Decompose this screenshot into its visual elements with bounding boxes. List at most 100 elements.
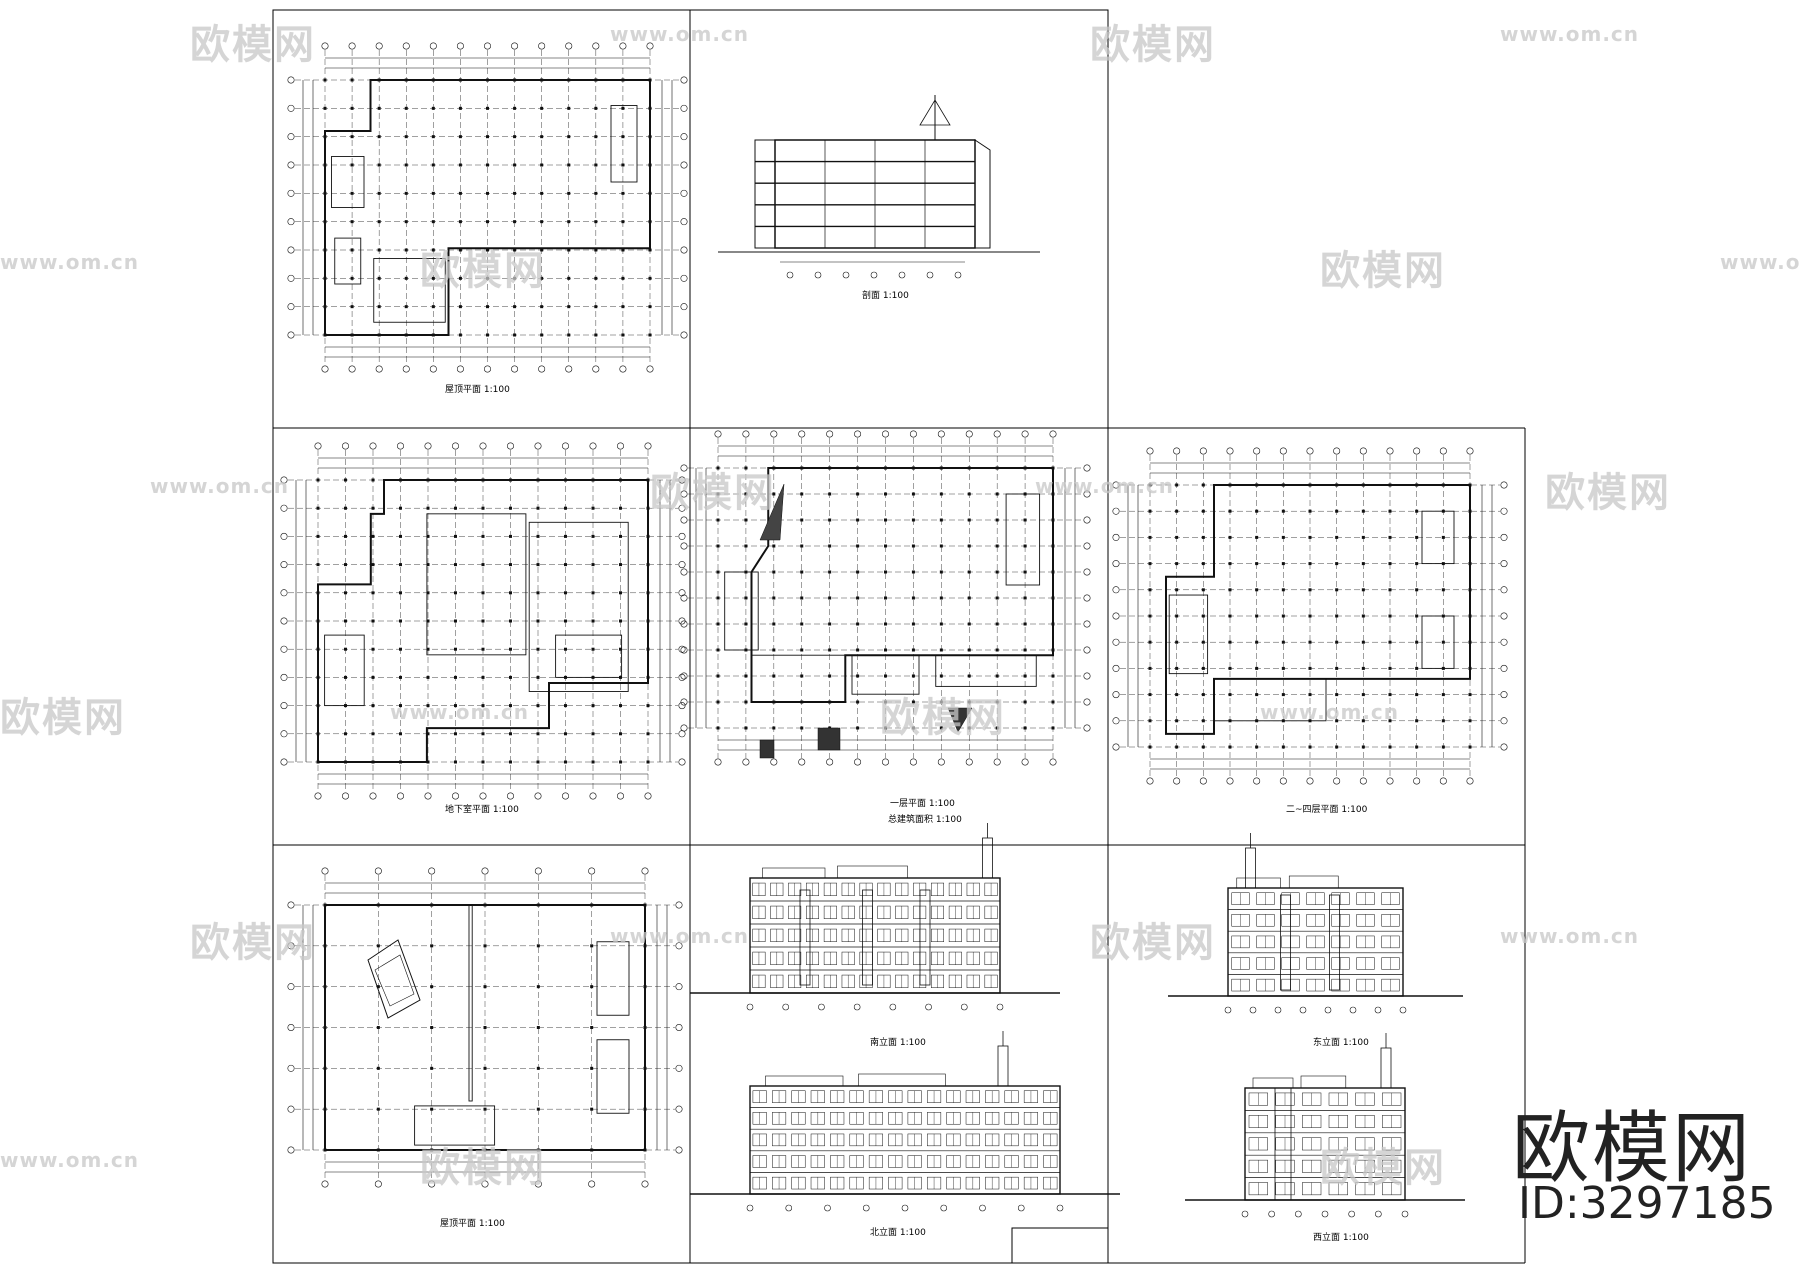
axis-bubble (402, 365, 410, 373)
column (884, 648, 887, 652)
axis-bubble (646, 42, 654, 50)
column (567, 276, 571, 280)
column (1175, 509, 1179, 513)
column (772, 596, 776, 600)
column (430, 1066, 434, 1070)
column (458, 220, 462, 224)
axis-bubble (506, 442, 514, 450)
column (939, 492, 943, 496)
column (377, 248, 381, 252)
roof-tower (997, 1045, 1009, 1087)
axis-bubble (898, 271, 906, 279)
column (967, 674, 971, 678)
sheet-frame (272, 9, 1526, 1264)
axis-bubble (678, 476, 686, 484)
column (1361, 693, 1365, 697)
column (744, 518, 748, 522)
column (1388, 588, 1392, 592)
axis-bubble (1112, 560, 1120, 568)
column (483, 1026, 487, 1029)
column (1388, 640, 1392, 644)
axis-bubble (1083, 698, 1091, 706)
column (856, 492, 860, 496)
axis-bubble (561, 442, 569, 450)
column (1441, 588, 1445, 592)
column (486, 106, 489, 110)
axis-bubble (1112, 743, 1120, 751)
column (404, 163, 408, 167)
column (716, 648, 720, 652)
column (376, 1026, 380, 1029)
column (564, 647, 567, 651)
column (1415, 640, 1419, 644)
axis-bubble (881, 430, 889, 438)
axis-bubble (854, 430, 862, 438)
column (619, 534, 622, 538)
column (1228, 562, 1232, 566)
column (536, 591, 540, 595)
column (344, 619, 347, 623)
axis-bubble (456, 42, 464, 50)
axis-bubble (1146, 447, 1154, 455)
column (430, 1107, 434, 1111)
parapet (837, 865, 908, 879)
axis-bubble (742, 758, 750, 766)
axis-bubble (798, 758, 806, 766)
axis-bubble (287, 942, 295, 950)
axis-bubble (280, 645, 288, 653)
axis-bubble (881, 758, 889, 766)
column (648, 276, 652, 280)
column (350, 248, 354, 252)
axis-bubble (678, 504, 686, 512)
column (536, 563, 540, 567)
stair-core (367, 939, 421, 1019)
column (1335, 693, 1339, 697)
column (591, 563, 595, 567)
column (509, 563, 512, 567)
column (371, 619, 375, 623)
column (995, 570, 999, 574)
room (596, 941, 630, 1016)
column (800, 570, 804, 574)
brand-id-label: ID:3297185 (1518, 1178, 1776, 1229)
axis-bubble (1017, 1204, 1025, 1212)
column (1175, 640, 1179, 644)
column (1201, 614, 1205, 618)
column (1228, 666, 1232, 670)
axis-bubble (824, 1204, 831, 1212)
column (371, 704, 375, 708)
axis-bubble (1083, 568, 1091, 576)
axis-bubble (396, 442, 404, 450)
axis-bubble (641, 867, 649, 875)
column (1175, 719, 1179, 723)
column (1308, 535, 1312, 539)
axis-bubble (979, 1204, 986, 1212)
column (344, 732, 347, 736)
column (540, 305, 544, 309)
column (481, 704, 485, 708)
column (772, 492, 776, 496)
axis-bubble (1173, 447, 1181, 455)
parapet (1300, 1075, 1347, 1089)
room (1421, 510, 1455, 565)
column (376, 1107, 380, 1111)
column (1361, 640, 1365, 644)
axis-bubble (678, 561, 686, 569)
column (621, 276, 625, 280)
column (1023, 674, 1027, 678)
axis-bubble (1348, 1210, 1355, 1218)
axis-bubble (826, 758, 834, 766)
axis-bubble (770, 430, 778, 438)
column (800, 726, 804, 730)
axis-bubble (937, 430, 945, 438)
axis-bubble (280, 673, 288, 681)
axis-bubble (818, 1003, 825, 1011)
column (1441, 719, 1445, 723)
axis-bubble (680, 516, 688, 524)
column (619, 619, 622, 623)
parapet (765, 1075, 844, 1087)
axis-bubble (588, 867, 596, 875)
column (316, 506, 320, 510)
column (1148, 640, 1152, 644)
column (591, 619, 595, 623)
